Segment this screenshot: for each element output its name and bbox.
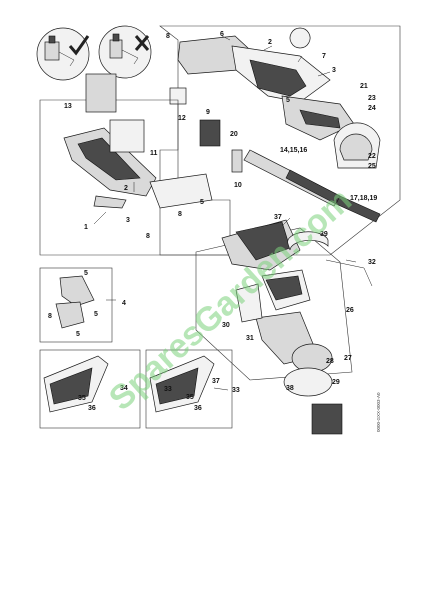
part-number-3a: 3: [126, 217, 130, 224]
part-number-3b: 3: [332, 67, 336, 74]
part-number-10: 10: [234, 182, 242, 189]
part-number-36a: 36: [88, 405, 96, 412]
part-number-28: 28: [326, 358, 334, 365]
guard-part: [333, 122, 381, 169]
part-number-35a: 35: [78, 395, 86, 402]
part-number-39: 39: [320, 231, 328, 238]
head-group-frame: [195, 227, 353, 381]
part-number-11: 11: [150, 150, 158, 157]
part-number-33b: 33: [232, 387, 240, 394]
part-number-12: 12: [178, 115, 186, 122]
part-number-25: 25: [368, 163, 376, 170]
part-number-20: 20: [230, 131, 238, 138]
guard-left-part: [43, 355, 109, 413]
part-number-21: 21: [360, 83, 368, 90]
part-number-5e: 5: [286, 97, 290, 104]
drawing-code: 0000-GXX-0003-A0: [376, 392, 381, 432]
bracket-part: [169, 87, 243, 173]
connector-inset-incorrect: [98, 25, 152, 79]
part-number-8c: 8: [146, 233, 150, 240]
part-number-37a: 37: [274, 214, 282, 221]
check-icon: [68, 35, 90, 56]
part-number-2a: 2: [124, 185, 128, 192]
part-number-27: 27: [344, 355, 352, 362]
part-number-7: 7: [322, 53, 326, 60]
shaft-part: [243, 149, 381, 223]
part-number-1: 1: [84, 224, 88, 231]
part-number-33a: 33: [164, 386, 172, 393]
leader-lines: [93, 35, 357, 391]
part-number-8d: 8: [178, 211, 182, 218]
guard-right-part: [149, 355, 215, 413]
part-number-2b: 2: [268, 39, 272, 46]
switch-inset-frame: [39, 267, 113, 343]
cross-icon: [134, 35, 150, 51]
part-number-4: 4: [122, 300, 126, 307]
part-number-5b: 5: [94, 311, 98, 318]
connector-inset-correct: [36, 27, 90, 81]
part-number-23: 23: [368, 95, 376, 102]
part-number-30: 30: [222, 322, 230, 329]
handle-part: [63, 73, 213, 209]
guard-inset-left-frame: [39, 349, 141, 429]
part-number-5a: 5: [84, 270, 88, 277]
part-number-24: 24: [368, 105, 376, 112]
part-number-6: 6: [220, 31, 224, 38]
part-number-29: 29: [332, 379, 340, 386]
part-number-31: 31: [246, 335, 254, 342]
part-number-35b: 35: [186, 394, 194, 401]
part-number-22: 22: [368, 153, 376, 160]
part-number-38: 38: [286, 385, 294, 392]
part-number-5c: 5: [76, 331, 80, 338]
part-number-14: 14,15,16: [280, 147, 307, 154]
guard-inset-right-frame: [145, 349, 233, 429]
part-number-34: 34: [120, 385, 128, 392]
part-number-32: 32: [368, 259, 376, 266]
switch-part: [55, 275, 95, 329]
handle-group-frame: [39, 99, 231, 256]
part-number-17: 17,18,19: [350, 195, 377, 202]
part-number-36b: 36: [194, 405, 202, 412]
part-number-26: 26: [346, 307, 354, 314]
part-number-37b: 37: [212, 378, 220, 385]
head-part: [221, 219, 373, 435]
part-number-13: 13: [64, 103, 72, 110]
part-number-8a: 8: [166, 33, 170, 40]
part-number-8b: 8: [48, 313, 52, 320]
housing-cover-part: [177, 27, 355, 141]
part-number-5d: 5: [200, 199, 204, 206]
part-number-9: 9: [206, 109, 210, 116]
